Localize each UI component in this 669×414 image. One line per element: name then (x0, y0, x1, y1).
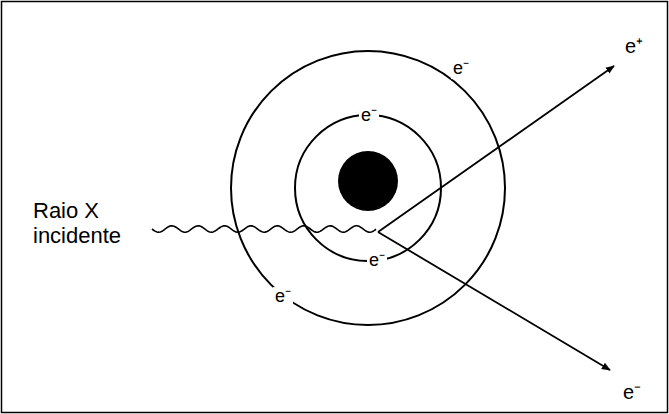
orbital-electron: e⁻ (359, 106, 379, 126)
orbital-electron: e⁻ (273, 287, 293, 307)
positron-label: e⁺ (623, 35, 645, 57)
electron-track (378, 232, 610, 370)
xray-wave (152, 226, 376, 232)
orbital-electron: e⁻ (451, 59, 471, 79)
beam-label: Raio X incidente (33, 198, 151, 249)
electron-label: e⁻ (621, 381, 643, 403)
positron-track (378, 66, 614, 232)
inner-orbit (295, 115, 441, 261)
nucleus (338, 151, 398, 211)
orbital-electron: e⁻ (367, 251, 387, 271)
